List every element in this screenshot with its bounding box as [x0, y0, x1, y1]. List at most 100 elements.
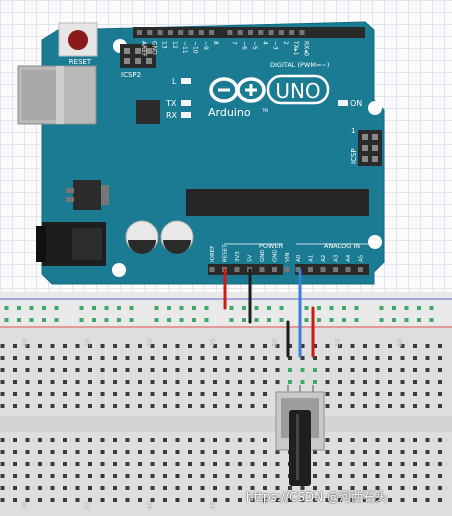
breadboard-hole: [400, 356, 405, 360]
breadboard-hole: [175, 498, 180, 502]
breadboard-hole: [413, 498, 417, 502]
breadboard-hole: [425, 438, 430, 442]
breadboard-hole: [375, 474, 380, 478]
breadboard-hole: [125, 404, 130, 408]
breadboard-hole: [129, 306, 134, 310]
breadboard-hole: [50, 392, 55, 396]
breadboard-hole: [275, 356, 280, 360]
breadboard-hole: [113, 392, 117, 396]
breadboard-hole: [325, 450, 330, 454]
breadboard-hole: [100, 486, 105, 490]
breadboard-hole: [313, 462, 317, 466]
breadboard-hole: [88, 392, 92, 396]
breadboard-hole: [63, 404, 67, 408]
breadboard-hole: [238, 438, 242, 442]
breadboard-hole: [425, 392, 430, 396]
digital-pin-label: ~10: [192, 41, 199, 54]
header-pin: [278, 30, 284, 35]
breadboard-hole: [338, 380, 342, 384]
breadboard-hole: [0, 356, 5, 360]
breadboard-hole: [213, 498, 217, 502]
breadboard-hole: [263, 438, 267, 442]
digital-label: DIGITAL (PWM=~): [270, 61, 329, 69]
potentiometer-knob[interactable]: [289, 410, 311, 486]
breadboard-hole: [38, 450, 42, 454]
breadboard-hole: [425, 498, 430, 502]
digital-pin-label: ~3: [272, 41, 279, 50]
breadboard-hole: [225, 404, 230, 408]
breadboard-hole: [113, 438, 117, 442]
header-pin: [258, 30, 264, 35]
breadboard-hole: [100, 344, 105, 348]
breadboard-hole: [150, 392, 155, 396]
breadboard-hole: [300, 356, 305, 360]
breadboard-hole: [225, 462, 230, 466]
breadboard-hole: [225, 474, 230, 478]
analog-pin-label: A1: [309, 255, 315, 262]
breadboard-hole: [338, 486, 342, 490]
breadboard-hole: [175, 462, 180, 466]
breadboard-hole: [379, 318, 384, 322]
breadboard-hole: [375, 380, 380, 384]
breadboard-hole: [175, 356, 180, 360]
col-num-40: 40: [146, 338, 154, 347]
digital-pin-label: TX▸1: [292, 40, 299, 56]
power-pin-label: IOREF: [210, 246, 216, 262]
breadboard-hole: [254, 306, 259, 310]
breadboard-hole: [125, 438, 130, 442]
breadboard-hole: [417, 318, 421, 322]
breadboard-hole: [92, 318, 96, 322]
breadboard-hole: [38, 498, 42, 502]
breadboard-hole: [388, 498, 392, 502]
breadboard-hole: [0, 498, 5, 502]
breadboard-hole: [438, 450, 442, 454]
breadboard-hole: [238, 368, 242, 372]
breadboard-hole: [413, 486, 417, 490]
breadboard-hole: [275, 462, 280, 466]
breadboard-hole: [375, 486, 380, 490]
breadboard-hole: [88, 380, 92, 384]
breadboard-hole: [100, 404, 105, 408]
breadboard-hole: [188, 356, 192, 360]
breadboard-hole: [338, 498, 342, 502]
breadboard-hole: [92, 306, 96, 310]
col-num-60: 60: [396, 338, 404, 347]
breadboard-hole: [113, 368, 117, 372]
breadboard-hole: [25, 474, 30, 478]
breadboard-hole: [354, 318, 359, 322]
breadboard-hole: [263, 380, 267, 384]
header-pin: [299, 30, 305, 35]
digital-pin-label: 8: [212, 41, 219, 45]
breadboard-hole: [225, 498, 230, 502]
breadboard-hole: [50, 450, 55, 454]
breadboard-hole: [163, 486, 167, 490]
led-tx-label: TX: [165, 99, 177, 108]
breadboard-hole: [313, 486, 317, 490]
mount-hole: [368, 101, 382, 115]
breadboard-hole: [325, 392, 330, 396]
breadboard-hole: [150, 486, 155, 490]
header-pin: [227, 30, 233, 35]
breadboard-hole: [263, 498, 267, 502]
reset-button-cap[interactable]: [68, 30, 88, 50]
breadboard-hole: [375, 498, 380, 502]
breadboard-hole: [250, 438, 255, 442]
breadboard-hole: [379, 306, 384, 310]
breadboard-hole: [50, 462, 55, 466]
breadboard-hole: [338, 368, 342, 372]
breadboard-hole: [150, 368, 155, 372]
breadboard-hole: [392, 306, 396, 310]
breadboard-hole: [263, 392, 267, 396]
breadboard-hole: [88, 344, 92, 348]
breadboard-hole: [338, 392, 342, 396]
breadboard-hole: [325, 404, 330, 408]
breadboard-hole: [238, 380, 242, 384]
breadboard-hole: [342, 306, 346, 310]
breadboard-hole: [163, 344, 167, 348]
header-pin: [137, 30, 142, 35]
breadboard-hole: [75, 450, 80, 454]
breadboard-hole: [13, 486, 17, 490]
breadboard-hole: [438, 344, 442, 348]
breadboard-hole: [375, 368, 380, 372]
